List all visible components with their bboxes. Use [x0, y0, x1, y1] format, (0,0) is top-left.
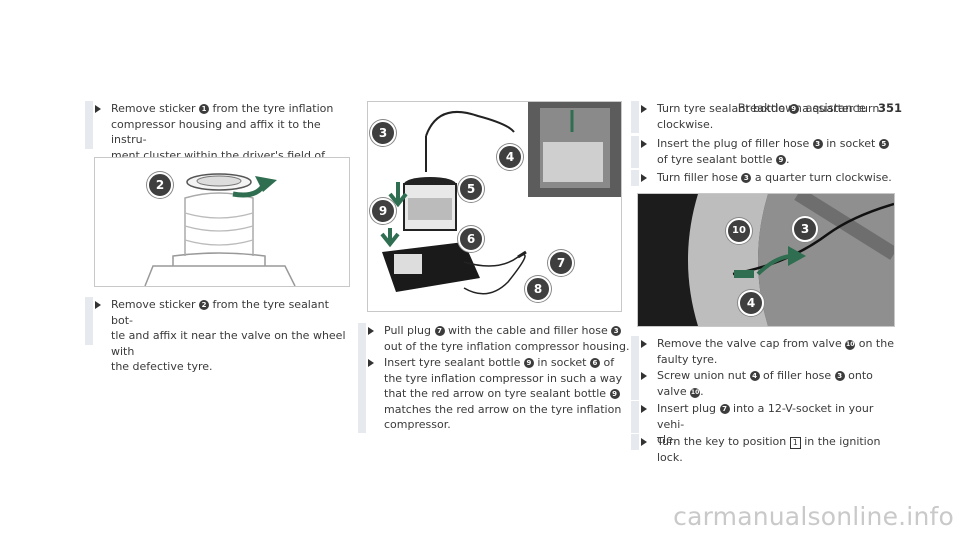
callout-10: 10	[726, 218, 752, 244]
bullet-arrow-icon	[641, 438, 647, 446]
step-insert-bottle: Insert tyre sealant bottle 9 in socket 6…	[358, 355, 630, 433]
ref-badge: 3	[834, 371, 845, 381]
step-text: Insert tyre sealant bottle 9 in socket 6…	[384, 356, 623, 431]
watermark: carmanualsonline.info	[673, 502, 954, 531]
bullet-arrow-icon	[641, 405, 647, 413]
step-insert-plug-hose: Insert the plug of filler hose 3 in sock…	[631, 136, 896, 168]
step-text: Remove sticker 2 from the tyre sealant b…	[111, 298, 346, 373]
callout-6: 6	[458, 226, 484, 252]
bullet-arrow-icon	[368, 327, 374, 335]
figure-valve: 10 3 4	[637, 193, 895, 327]
bullet-arrow-icon	[95, 301, 101, 309]
ref-badge: 9	[609, 389, 620, 399]
step-screw-union-nut: Screw union nut 4 of filler hose 3 onto …	[631, 368, 896, 400]
callout-3: 3	[792, 216, 818, 242]
section-title: Breakdown assistance	[737, 101, 866, 115]
ref-badge: 4	[749, 371, 760, 381]
ref-badge: 9	[788, 104, 799, 114]
ref-badge: 10	[690, 387, 701, 398]
ref-badge: 9	[523, 358, 534, 368]
figure-compressor: 3 4 5 9 6 7 8	[367, 101, 622, 312]
bullet-arrow-icon	[641, 174, 647, 182]
ref-badge: 3	[611, 326, 622, 336]
bullet-arrow-icon	[641, 140, 647, 148]
wheel-valve-illustration	[638, 194, 894, 326]
bullet-arrow-icon	[641, 340, 647, 348]
step-text: Remove the valve cap from valve 10 on th…	[657, 337, 894, 366]
step-text: Turn filler hose 3 a quarter turn clockw…	[657, 171, 892, 184]
step-text: Turn tyre sealant bottle 9 a quarter tur…	[657, 102, 880, 131]
ref-badge: 2	[199, 300, 210, 310]
step-remove-sticker-1: Remove sticker 1 from the tyre inflation…	[85, 101, 350, 177]
step-pull-plug: Pull plug 7 with the cable and filler ho…	[358, 323, 630, 355]
page-number: 351	[877, 101, 902, 115]
callout-3: 3	[370, 120, 396, 146]
ref-badge: 6	[589, 358, 600, 368]
step-remove-valve-cap: Remove the valve cap from valve 10 on th…	[631, 336, 896, 368]
ref-badge: 1	[199, 104, 210, 114]
sealant-bottle-illustration	[144, 173, 296, 286]
figure-sticker-bottle: 2	[94, 157, 350, 287]
step-turn-key: Turn the key to position 1 in the igniti…	[631, 434, 896, 464]
step-insert-plug-socket: Insert plug 7 into a 12-V-socket in your…	[631, 401, 896, 446]
ref-badge: 3	[741, 173, 752, 183]
step-turn-hose: Turn filler hose 3 a quarter turn clockw…	[631, 170, 896, 186]
ref-badge: 7	[719, 404, 730, 414]
callout-5: 5	[458, 176, 484, 202]
ref-badge: 7	[434, 326, 445, 336]
ref-badge: 3	[812, 139, 823, 149]
step-turn-bottle: Turn tyre sealant bottle 9 a quarter tur…	[631, 101, 896, 133]
callout-8: 8	[525, 276, 551, 302]
callout-2: 2	[147, 172, 173, 198]
key-position-box: 1	[789, 437, 801, 449]
compressor-illustration	[380, 102, 621, 295]
page-header: Breakdown assistance 351	[738, 101, 902, 115]
callout-7: 7	[548, 250, 574, 276]
bullet-arrow-icon	[368, 359, 374, 367]
ref-badge: 10	[845, 340, 856, 350]
bullet-arrow-icon	[641, 372, 647, 380]
ref-badge: 5	[878, 139, 889, 149]
step-remove-sticker-2: Remove sticker 2 from the tyre sealant b…	[85, 297, 350, 373]
callout-4: 4	[497, 144, 523, 170]
step-text: Insert the plug of filler hose 3 in sock…	[657, 136, 896, 167]
bullet-arrow-icon	[641, 105, 647, 113]
ref-badge: 9	[775, 154, 786, 165]
step-text: Screw union nut 4 of filler hose 3 onto …	[657, 369, 873, 398]
callout-9: 9	[370, 198, 396, 224]
step-text: Turn the key to position 1 in the igniti…	[657, 435, 881, 464]
callout-4: 4	[738, 290, 764, 316]
bullet-arrow-icon	[95, 105, 101, 113]
step-text: Pull plug 7 with the cable and filler ho…	[384, 324, 630, 353]
step-text: Insert plug 7 into a 12-V-socket in your…	[657, 402, 874, 446]
step-text: Remove sticker 1 from the tyre inflation…	[111, 102, 334, 177]
